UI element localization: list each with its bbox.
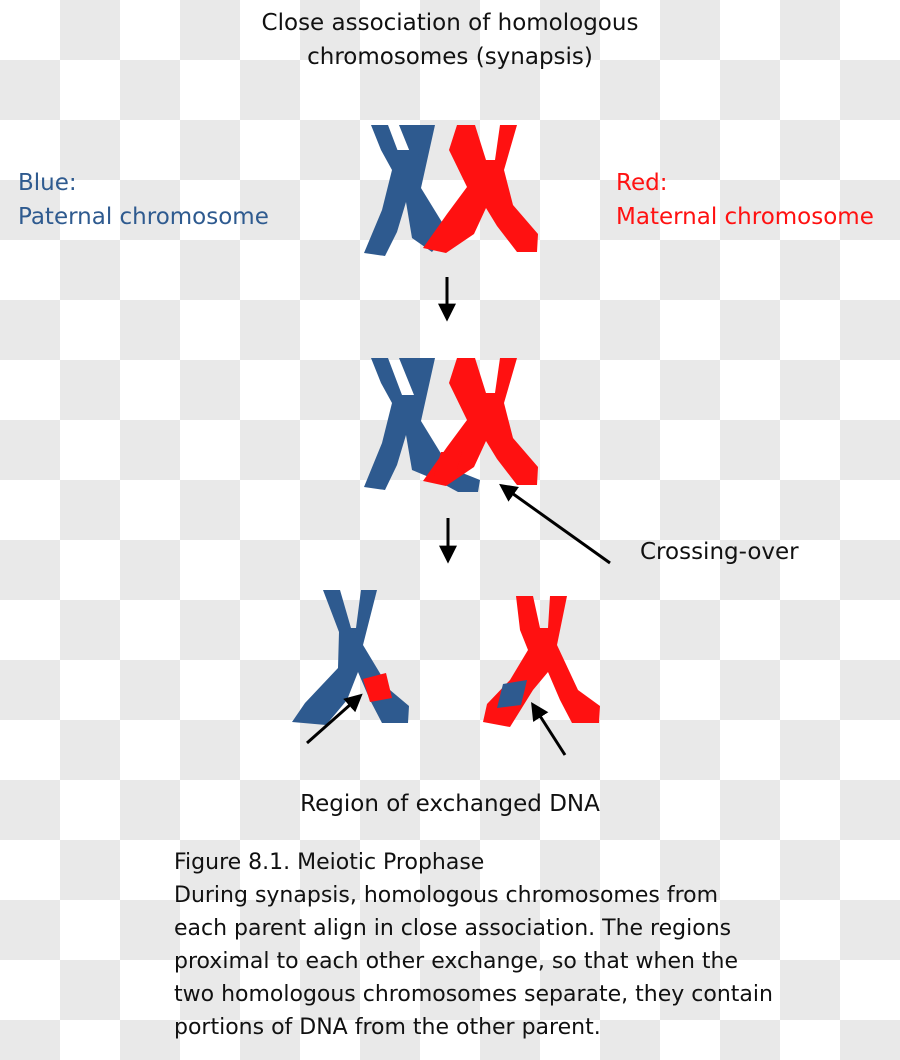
title-line-2: chromosomes (synapsis) [307, 44, 593, 70]
figure-caption: Figure 8.1. Meiotic Prophase During syna… [174, 846, 773, 1044]
exchange-segment [434, 452, 462, 476]
exchange-segment [363, 673, 392, 702]
title-line-1: Close association of homologous [261, 10, 639, 36]
caption-line: proximal to each other exchange, so that… [174, 949, 739, 974]
pointer-arrow-icon [531, 701, 567, 756]
maternal-legend-label: Red: [616, 170, 668, 196]
caption-line: two homologous chromosomes separate, the… [174, 982, 773, 1007]
pointer-arrow-icon [499, 483, 611, 565]
caption-line: During synapsis, homologous chromosomes … [174, 883, 719, 908]
separated-maternal-chromosome [483, 596, 600, 727]
paternal-legend: Blue: Paternal chromosome [18, 166, 269, 234]
diagram-title: Close association of homologous chromoso… [0, 6, 900, 74]
crossing-over-label: Crossing-over [640, 539, 799, 565]
maternal-legend: Red: Maternal chromosome [616, 166, 874, 234]
pointer-arrow-icon [306, 693, 363, 745]
crossing-over-stage [364, 358, 538, 492]
paternal-legend-description: Paternal chromosome [18, 204, 269, 230]
maternal-chromosome [423, 125, 538, 253]
exchange-segment [497, 680, 527, 708]
synapsis-stage [364, 125, 538, 256]
caption-heading: Figure 8.1. Meiotic Prophase [174, 850, 485, 875]
caption-line: portions of DNA from the other parent. [174, 1015, 601, 1040]
paternal-chromosome [364, 358, 480, 492]
caption-line: each parent align in close association. … [174, 916, 732, 941]
exchanged-region-label: Region of exchanged DNA [300, 791, 600, 817]
maternal-legend-description: Maternal chromosome [616, 204, 874, 230]
paternal-legend-label: Blue: [18, 170, 77, 196]
paternal-chromosome [364, 125, 448, 256]
separated-paternal-chromosome [292, 590, 409, 725]
